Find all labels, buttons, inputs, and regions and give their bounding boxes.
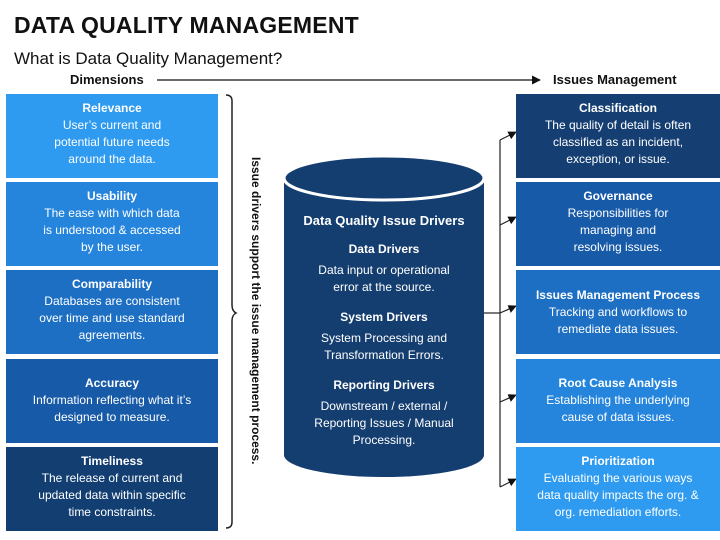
dimension-title: Relevance xyxy=(82,101,142,115)
drivers-cylinder xyxy=(282,154,486,477)
driver-description: Downstream / external / Reporting Issues… xyxy=(314,399,454,447)
driver-title: Reporting Drivers xyxy=(333,378,435,392)
page-subtitle: What is Data Quality Management? xyxy=(14,49,283,68)
dimension-description: The release of current and updated data … xyxy=(38,471,186,519)
arrow-classification xyxy=(499,131,517,141)
arrow-prioritization xyxy=(499,478,517,488)
issues-management-header: Issues Management xyxy=(553,72,677,87)
dimension-title: Usability xyxy=(86,189,137,203)
dimension-description: User’s current and potential future need… xyxy=(54,118,170,166)
arrow-governance xyxy=(499,216,517,226)
issue-description: Establishing the underlying cause of dat… xyxy=(546,393,690,424)
dimension-description: The ease with which data is understood &… xyxy=(43,206,181,254)
dimension-card-comparability: Comparability Databases are consistent o… xyxy=(6,270,218,354)
dimension-card-timeliness: Timeliness The release of current and up… xyxy=(6,447,218,531)
issue-description: The quality of detail is often classifie… xyxy=(544,118,692,166)
dimension-description: Information reflecting what it’s designe… xyxy=(32,393,192,424)
dimension-card-usability: Usability The ease with which data is un… xyxy=(6,182,218,266)
driver-description: Data input or operational error at the s… xyxy=(318,263,450,294)
arrow-process xyxy=(499,305,517,314)
driver-description: System Processing and Transformation Err… xyxy=(320,331,448,362)
dimension-title: Comparability xyxy=(71,277,152,291)
issue-title: Issues Management Process xyxy=(535,288,701,302)
issue-title: Classification xyxy=(578,101,658,115)
issue-card-governance: Governance Responsibilities for managing… xyxy=(516,182,720,266)
issue-card-prioritization: Prioritization Evaluating the various wa… xyxy=(516,447,720,531)
issue-description: Evaluating the various ways data quality… xyxy=(537,471,699,519)
dimension-title: Timeliness xyxy=(81,454,143,468)
drivers-content: Data Quality Issue Drivers Data Drivers … xyxy=(284,200,484,449)
connector-arrows xyxy=(499,131,517,488)
drivers-title: Data Quality Issue Drivers xyxy=(303,213,465,228)
driver-title: Data Drivers xyxy=(348,242,420,256)
vertical-caption: Issue drivers support the issue manageme… xyxy=(249,157,263,464)
issue-title: Root Cause Analysis xyxy=(558,376,678,390)
driver-title: System Drivers xyxy=(340,310,428,324)
connector-lines xyxy=(484,140,501,487)
dimension-card-relevance: Relevance User’s current and potential f… xyxy=(6,94,218,178)
dimension-card-accuracy: Accuracy Information reflecting what it’… xyxy=(6,359,218,443)
issue-description: Tracking and workflows to remediate data… xyxy=(548,305,688,336)
issue-card-root-cause: Root Cause Analysis Establishing the und… xyxy=(516,359,720,443)
bracket xyxy=(225,94,238,529)
issue-description: Responsibilities for managing and resolv… xyxy=(567,206,669,254)
issue-title: Governance xyxy=(583,189,653,203)
arrow-root-cause xyxy=(499,394,517,403)
issue-title: Prioritization xyxy=(581,454,655,468)
dimension-title: Accuracy xyxy=(84,376,140,390)
issue-card-process: Issues Management Process Tracking and w… xyxy=(516,270,720,354)
page-title: DATA QUALITY MANAGEMENT xyxy=(14,12,359,38)
dimensions-header: Dimensions xyxy=(70,72,144,87)
issue-card-classification: Classification The quality of detail is … xyxy=(516,94,720,178)
dimension-description: Databases are consistent over time and u… xyxy=(39,294,185,342)
